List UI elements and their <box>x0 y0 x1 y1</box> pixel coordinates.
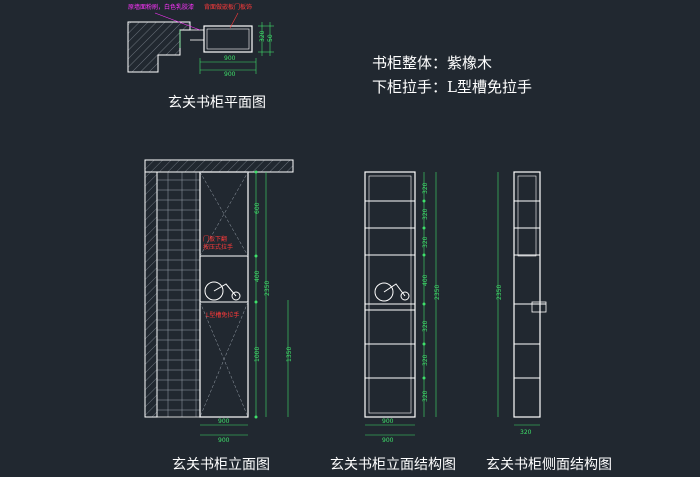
elev-note-lower: L型槽免拉手 <box>206 312 240 319</box>
elev-dim-0: 600 <box>254 202 261 214</box>
elev-wall-hatch <box>144 171 158 418</box>
elev-dim-1: 400 <box>254 270 261 282</box>
front-cabinet <box>364 171 416 418</box>
structure-side-caption: 玄关书柜侧面结构图 <box>486 457 612 473</box>
elev-dim-6: 900 <box>218 437 230 444</box>
front-dim-4: 400 <box>422 274 429 286</box>
elevation-caption: 玄关书柜立面图 <box>172 457 270 473</box>
elev-dim-2: 2350 <box>264 281 271 296</box>
plan-view: 900 900 320 50 <box>127 12 274 78</box>
elev-cabinet <box>199 171 249 418</box>
front-dim-7: 320 <box>422 390 429 402</box>
structure-front-view: 320 320 320 400 320 320 320 2350 900 900 <box>364 171 441 444</box>
plan-caption: 玄关书柜平面图 <box>168 95 266 111</box>
elev-dim-5: 900 <box>218 418 230 425</box>
front-dim-6: 320 <box>422 354 429 366</box>
elev-wall-brick <box>156 171 201 418</box>
elev-dim-4: 1350 <box>286 347 293 362</box>
front-dim-8: 2350 <box>434 285 441 300</box>
plan-dims <box>179 22 274 74</box>
elev-ceiling <box>144 159 294 173</box>
front-dim-5: 320 <box>422 320 429 332</box>
material-note: 书柜整体：紫橡木 <box>372 54 493 72</box>
plan-note-left: 原墙面粉刷，白色乳胶漆 <box>128 4 195 11</box>
elev-note-door-handle: 按压式拉手 <box>203 244 234 251</box>
structure-front-caption: 玄关书柜立面结构图 <box>330 457 456 473</box>
plan-note-right: 背面做嵌板门板饰 <box>204 4 253 11</box>
structure-side-view: 2350 320 <box>496 171 547 436</box>
elev-dim-3: 1000 <box>254 347 261 362</box>
bicycle-ornament <box>204 281 241 301</box>
handle-note: 下柜拉手：L型槽免拉手 <box>372 78 532 96</box>
plan-dim-inner: 900 <box>224 55 236 62</box>
front-dim-9: 900 <box>382 437 394 444</box>
side-cabinet <box>513 171 541 418</box>
side-dim-height: 2350 <box>496 285 503 300</box>
front-dims <box>365 172 437 436</box>
bicycle-ornament-2 <box>374 282 410 302</box>
side-dims <box>497 172 540 426</box>
plan-dim-depth2: 50 <box>267 34 274 42</box>
front-dim-2: 320 <box>422 208 429 220</box>
plan-cabinet <box>203 25 253 53</box>
front-dim-1: 320 <box>422 182 429 194</box>
plan-dim-total: 900 <box>224 71 236 78</box>
plan-wall <box>127 21 191 73</box>
elev-dims <box>200 172 289 436</box>
elev-note-door-open: 门板下翻 <box>203 236 228 243</box>
front-dim-3: 320 <box>422 236 429 248</box>
side-dim-depth: 320 <box>520 429 532 436</box>
elevation-view: 600 400 2350 1000 1350 900 900 <box>144 159 294 444</box>
plan-dim-depth: 320 <box>259 30 266 42</box>
front-dim-0: 900 <box>382 418 394 425</box>
